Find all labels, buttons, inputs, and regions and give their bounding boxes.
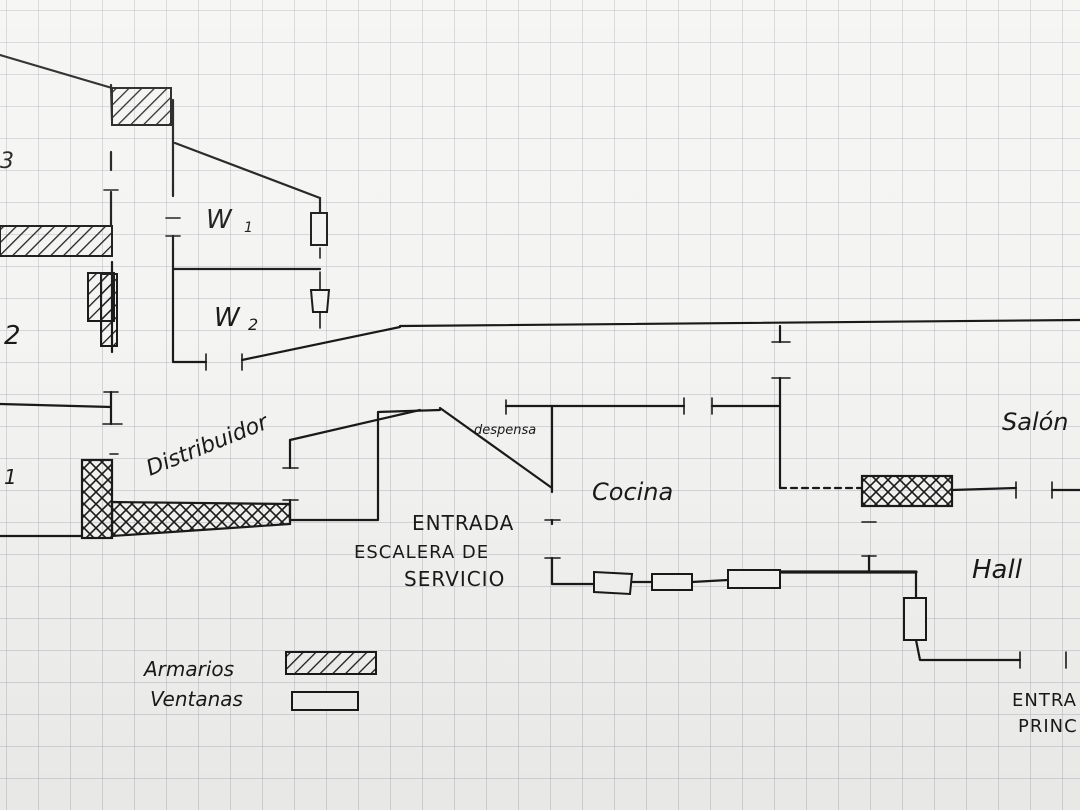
- legend-armarios-label: Armarios: [142, 657, 234, 681]
- entrada-servicio-line3: SERVICIO: [404, 567, 505, 591]
- legend-swatches: [285, 651, 377, 711]
- w2-subscript: 2: [248, 315, 258, 334]
- legend-ventanas-label: Ventanas: [150, 687, 243, 711]
- w1-subscript: 1: [244, 220, 253, 236]
- w1-label: W: [206, 205, 233, 235]
- cocina-label: Cocina: [592, 478, 673, 506]
- entrada-servicio-line2: ESCALERA DE: [354, 542, 489, 563]
- main-walls: [0, 318, 1080, 669]
- salon-label: Salón: [1002, 408, 1069, 436]
- ventanas-banos: [309, 212, 331, 313]
- entrada-principal-line2: PRINC: [1018, 716, 1078, 737]
- entrada-principal-line1: ENTRA: [1012, 690, 1077, 711]
- despensa-label: despensa: [474, 423, 536, 438]
- room-1-label: 1: [4, 465, 17, 489]
- room-2-label: 2: [4, 321, 21, 351]
- room-3-label: 3: [0, 149, 14, 174]
- ventanas-pasillo: [593, 569, 927, 641]
- distribuidor-label: Distribuidor: [143, 409, 274, 481]
- armarios-distribuidor: [80, 453, 954, 540]
- entrada-servicio-line1: ENTRADA: [412, 511, 514, 535]
- armarios-upper: [0, 87, 172, 347]
- w2-label: W: [214, 303, 241, 333]
- hall-label: Hall: [972, 555, 1023, 585]
